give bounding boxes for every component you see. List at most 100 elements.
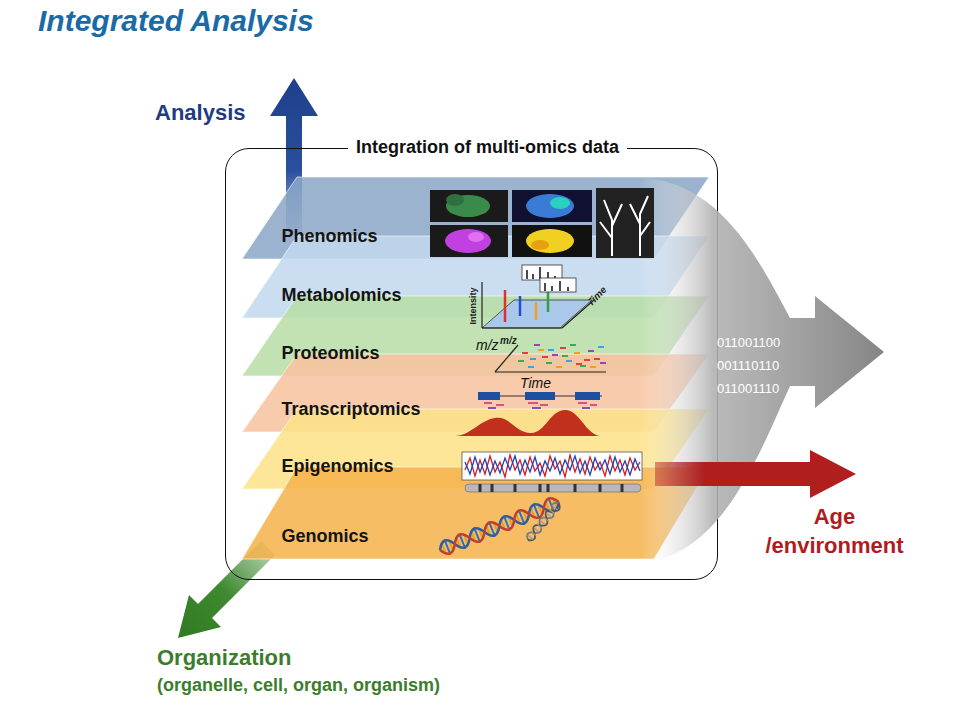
plot-axis-label: m/z <box>500 335 517 346</box>
data-funnel-arrow <box>640 178 884 562</box>
omics-layer: Genomics <box>242 467 709 559</box>
binary-digits-box: 011001110 <box>717 379 779 397</box>
axis-sublabel-box: (organelle, cell, organ, organism) <box>157 675 440 697</box>
proteomics-plot <box>495 344 606 372</box>
illustration-path <box>525 501 562 543</box>
illustration-path <box>488 407 590 409</box>
layer-label: Metabolomics <box>281 284 401 306</box>
illustration-polyline <box>465 456 640 475</box>
illustration-ellipse <box>446 194 464 206</box>
layer-label: Epigenomics <box>281 455 393 477</box>
binary-digits: 011001100 <box>717 335 780 350</box>
illustration-rect <box>512 225 592 257</box>
axis-label-box: Analysis <box>155 100 246 126</box>
illustration-rect <box>528 366 534 368</box>
illustration-ellipse <box>526 229 574 253</box>
illustration-rect <box>560 347 566 349</box>
illustration-ellipse <box>445 229 491 253</box>
axis-label: Age /environment <box>752 502 917 560</box>
binary-digits-box: 001110110 <box>717 356 779 374</box>
transcript-coverage <box>455 392 602 436</box>
layer-label: Genomics <box>281 525 368 547</box>
axis-sublabel: (organelle, cell, organ, organism) <box>157 675 440 695</box>
axis-label-box: Age /environment <box>752 502 917 560</box>
illustration-path <box>545 281 568 291</box>
illustration-rect <box>546 362 552 364</box>
illustration-rect <box>588 350 594 352</box>
illustration-ellipse <box>531 240 549 250</box>
layer-label: Proteomics <box>281 342 379 364</box>
illustration-path <box>525 501 562 543</box>
dna-helix-small <box>525 501 562 543</box>
illustration-rect <box>562 355 568 357</box>
illustration-rect <box>525 392 555 400</box>
illustration-rect <box>465 484 641 492</box>
illustration-path <box>527 267 555 279</box>
illustration-rect <box>534 344 540 346</box>
illustration-polygon <box>482 300 592 328</box>
illustration-rect <box>540 278 576 292</box>
illustration-rect <box>548 349 554 351</box>
illustration-rect <box>580 365 586 367</box>
dna-helix <box>437 495 562 558</box>
binary-digits: 001110110 <box>717 358 779 373</box>
illustration-rect <box>598 346 604 348</box>
illustration-rect <box>570 344 576 346</box>
phenomics-images <box>430 188 654 258</box>
title: Integrated Analysis <box>38 4 314 37</box>
illustration-path <box>437 496 561 557</box>
illustration-rect <box>430 190 508 222</box>
illustration-ellipse <box>550 197 570 209</box>
illustration-path <box>480 484 622 492</box>
illustration-rect <box>542 356 548 358</box>
illustration-path <box>455 410 600 436</box>
illustration-rect <box>522 352 528 354</box>
illustration-rect <box>538 349 544 351</box>
illustration-rect <box>584 359 590 361</box>
illustration-rect <box>512 190 592 222</box>
plot-axis-label-box: m/z <box>476 336 499 354</box>
illustration-path <box>437 496 561 557</box>
illustration-rect <box>600 362 606 364</box>
illustration-rect <box>566 360 572 362</box>
illustration-polyline <box>465 455 640 477</box>
illustration-rect <box>590 366 596 368</box>
binary-digits-box: 011001100 <box>717 333 780 351</box>
illustration-rect <box>576 363 582 365</box>
illustration-path <box>528 506 558 540</box>
illustration-rect <box>575 392 600 400</box>
layer-label: Phenomics <box>281 225 377 247</box>
plot-axis-label-box: Time <box>520 374 551 392</box>
illustration-line <box>482 327 562 328</box>
illustration-rect <box>518 360 524 362</box>
binary-digits: 011001110 <box>717 381 779 396</box>
illustration-rect <box>552 354 558 356</box>
plot-axis-label-box: Intensity <box>462 287 480 324</box>
illustration-rect <box>596 188 654 258</box>
illustration-ellipse <box>468 232 484 242</box>
plot-axis-label: Intensity <box>468 287 478 324</box>
illustration-rect <box>462 452 642 480</box>
mass-spectrum-plot <box>482 265 594 328</box>
illustration-line <box>562 300 594 328</box>
illustration-line <box>519 296 522 316</box>
axis-label: Analysis <box>155 100 246 125</box>
plot-axis-label: Time <box>520 375 551 391</box>
axis-label-box: Organization <box>157 645 291 671</box>
illustration-rect <box>430 225 508 257</box>
axis-label: Organization <box>157 645 291 670</box>
illustration-rect <box>530 358 536 360</box>
methylation-track <box>462 452 642 492</box>
illustration-ellipse <box>526 194 574 218</box>
illustration-line <box>535 302 538 320</box>
illustration-ellipse <box>446 195 490 217</box>
layer-label: Transcriptomics <box>281 398 420 420</box>
illustration-line <box>495 371 606 372</box>
illustration-path <box>484 403 597 405</box>
illustration-rect <box>478 392 500 400</box>
illustration-line <box>481 282 482 328</box>
illustration-line <box>504 290 507 322</box>
plot-axis-label-box: m/z <box>500 330 517 348</box>
illustration-line <box>495 345 518 372</box>
plot-axis-label: m/z <box>476 337 499 353</box>
